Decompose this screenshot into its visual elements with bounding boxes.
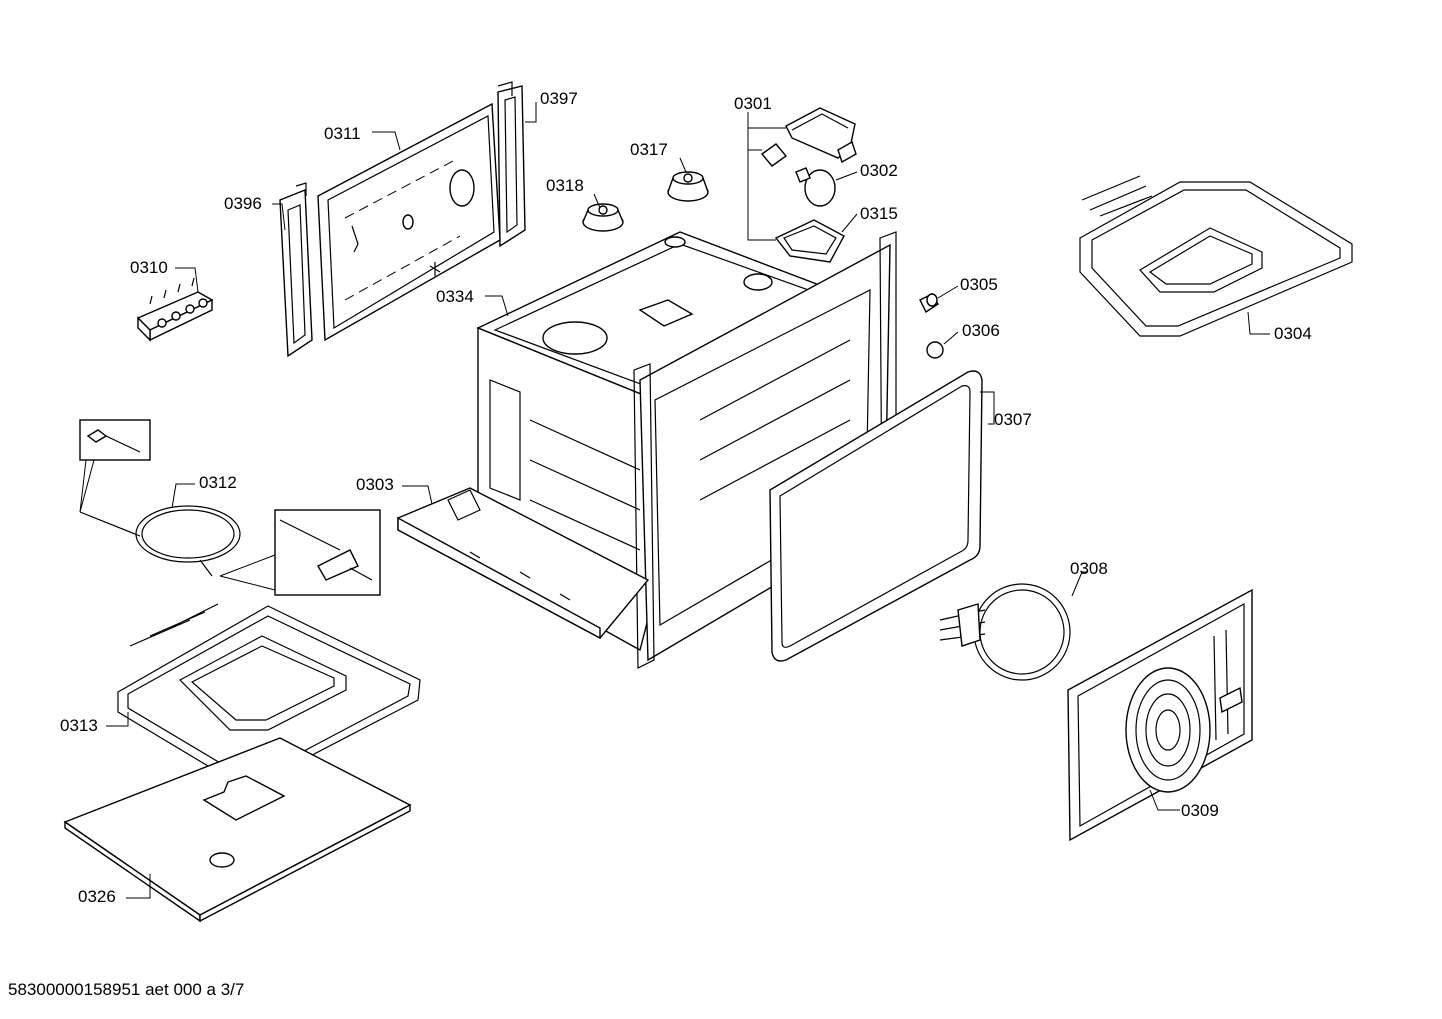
label-0302: 0302 bbox=[860, 161, 898, 180]
part-0309-rear-wall bbox=[1067, 588, 1253, 842]
part-0303-bottom-plate bbox=[397, 487, 650, 640]
part-0311-rear-panel bbox=[317, 102, 501, 342]
label-0311: 0311 bbox=[324, 124, 361, 143]
part-0305-button bbox=[919, 293, 939, 314]
part-0304-top-heater bbox=[1079, 175, 1353, 337]
label-0310: 0310 bbox=[130, 258, 168, 277]
part-0307-door-seal bbox=[769, 370, 983, 662]
label-0313: 0313 bbox=[60, 716, 98, 735]
part-0315-lamp-glass bbox=[774, 219, 845, 263]
label-0318: 0318 bbox=[546, 176, 584, 195]
label-0396: 0396 bbox=[224, 194, 262, 213]
label-0326: 0326 bbox=[78, 887, 116, 906]
label-0309: 0309 bbox=[1181, 801, 1219, 820]
label-0307: 0307 bbox=[994, 410, 1032, 429]
label-0303: 0303 bbox=[356, 475, 394, 494]
label-0317: 0317 bbox=[630, 140, 668, 159]
part-0313-bottom-heater bbox=[117, 603, 421, 779]
label-0397: 0397 bbox=[540, 89, 578, 108]
label-0305: 0305 bbox=[960, 275, 998, 294]
label-0306: 0306 bbox=[962, 321, 1000, 340]
part-0302-lamp-bulb bbox=[795, 167, 836, 207]
callout-labels: 0397 0311 0396 0310 0318 0317 0301 0302 … bbox=[60, 89, 1312, 906]
label-0304: 0304 bbox=[1274, 324, 1312, 343]
part-0318-fan-cover bbox=[582, 203, 624, 232]
drawing-number-footer: 58300000158951 aet 000 a 3/7 bbox=[8, 980, 245, 999]
part-0396-frame bbox=[279, 182, 313, 358]
label-0315: 0315 bbox=[860, 204, 898, 223]
label-0312: 0312 bbox=[199, 473, 237, 492]
label-0301: 0301 bbox=[734, 94, 772, 113]
label-0308: 0308 bbox=[1070, 559, 1108, 578]
part-0301-lamp-housing bbox=[760, 107, 857, 167]
label-0334: 0334 bbox=[436, 287, 474, 306]
part-0310-terminal-block bbox=[136, 277, 214, 342]
part-0397-frame bbox=[497, 81, 526, 248]
part-0326-bottom-plate bbox=[63, 737, 412, 923]
part-0312-sensor-cable bbox=[79, 419, 381, 596]
part-0317-fan-cover bbox=[667, 171, 709, 202]
part-0306-cap bbox=[926, 341, 944, 359]
leader-lines bbox=[106, 102, 1270, 899]
part-0308-ring-heater bbox=[939, 583, 1071, 681]
